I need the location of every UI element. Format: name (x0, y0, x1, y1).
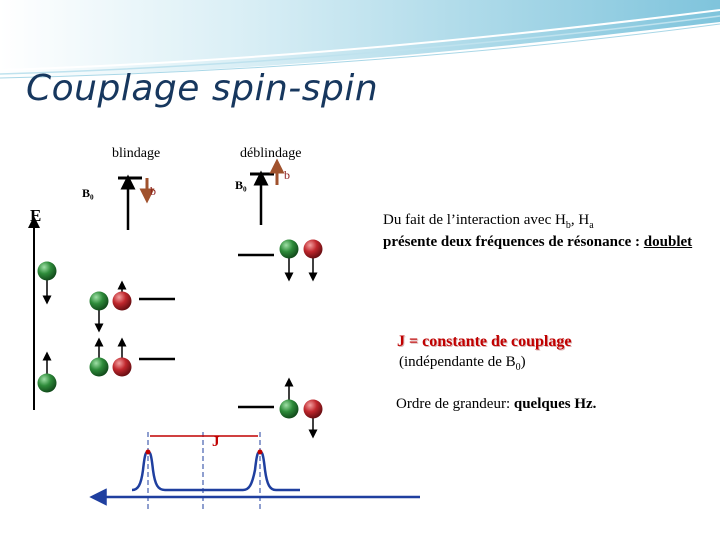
doublet-explanation: Du fait de l’interaction avec Hb, Ha pré… (383, 212, 713, 251)
blindage-label: blindage (112, 146, 161, 161)
spin-pair-upper-left (37, 261, 57, 305)
b-label-right: b (284, 168, 290, 182)
energy-label: E (30, 206, 42, 225)
independence-sub: 0 (515, 362, 521, 373)
deblindage-label: déblindage (240, 146, 302, 161)
order-of-magnitude: Ordre de grandeur: quelques Hz. (396, 396, 596, 413)
coupling-j-label: J (212, 434, 220, 450)
doublet-word: doublet (643, 234, 693, 250)
doublet-line2: présente deux fréquences de résonance : (383, 234, 644, 250)
doublet-line1: Du fait de l’interaction avec H (383, 212, 566, 228)
b0-arrow-right (250, 170, 274, 225)
spin-pair-lower-middle (89, 337, 132, 377)
b-label-left: b (150, 184, 156, 198)
subscript-a: a (589, 220, 594, 231)
slide-title: Couplage spin-spin (26, 68, 379, 109)
b0-arrow-left (118, 174, 142, 230)
coupling-constant-definition: J = constante de couplage (397, 333, 572, 350)
order-value: quelques Hz. (513, 396, 597, 412)
b0-label-right: B₀ (235, 178, 247, 192)
b0-label-left: B₀ (82, 186, 94, 200)
doublet-comma: , H (570, 212, 590, 228)
spectrum (89, 432, 420, 512)
independence-note: (indépendante de B0) (399, 354, 526, 373)
independence-suffix: ) (520, 354, 526, 370)
order-prefix: Ordre de grandeur: (396, 396, 514, 412)
spin-pair-bottom-right (279, 377, 323, 439)
independence-prefix: (indépendante de B (399, 354, 516, 370)
spin-pair-upper-middle (89, 280, 132, 333)
header-banner (0, 0, 720, 79)
spin-pair-lower-left (37, 351, 57, 393)
energy-levels (139, 253, 274, 409)
subscript-b: b (565, 220, 571, 231)
spin-pair-top-right (279, 239, 323, 282)
